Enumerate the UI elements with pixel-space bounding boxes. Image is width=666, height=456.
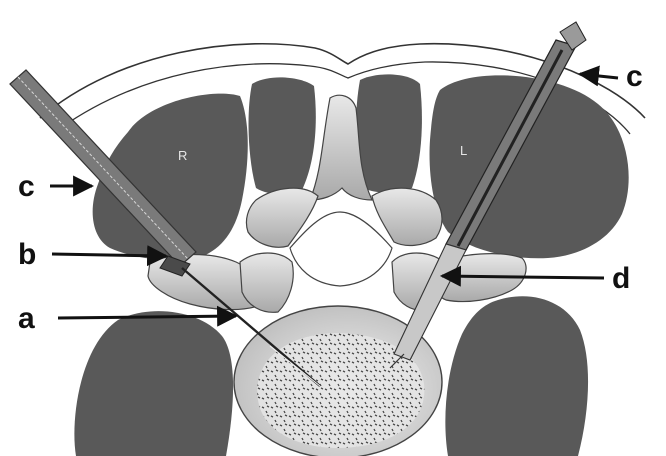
- left-side-label: L: [460, 143, 467, 158]
- left-psoas-muscle: [445, 296, 588, 456]
- callout-arrow-b: [52, 254, 166, 256]
- label-a: a: [18, 302, 35, 335]
- callout-arrow-d: [442, 276, 604, 278]
- right-side-label: R: [178, 148, 187, 163]
- right-medial-muscle: [249, 77, 316, 194]
- label-c-left: c: [18, 170, 35, 203]
- label-b: b: [18, 238, 36, 271]
- spinal-canal: [290, 212, 392, 286]
- label-c-right: c: [626, 60, 643, 93]
- left-medial-muscle: [356, 74, 422, 192]
- label-d: d: [612, 262, 630, 295]
- callout-arrow-a: [58, 316, 236, 318]
- right-psoas-muscle: [74, 311, 233, 456]
